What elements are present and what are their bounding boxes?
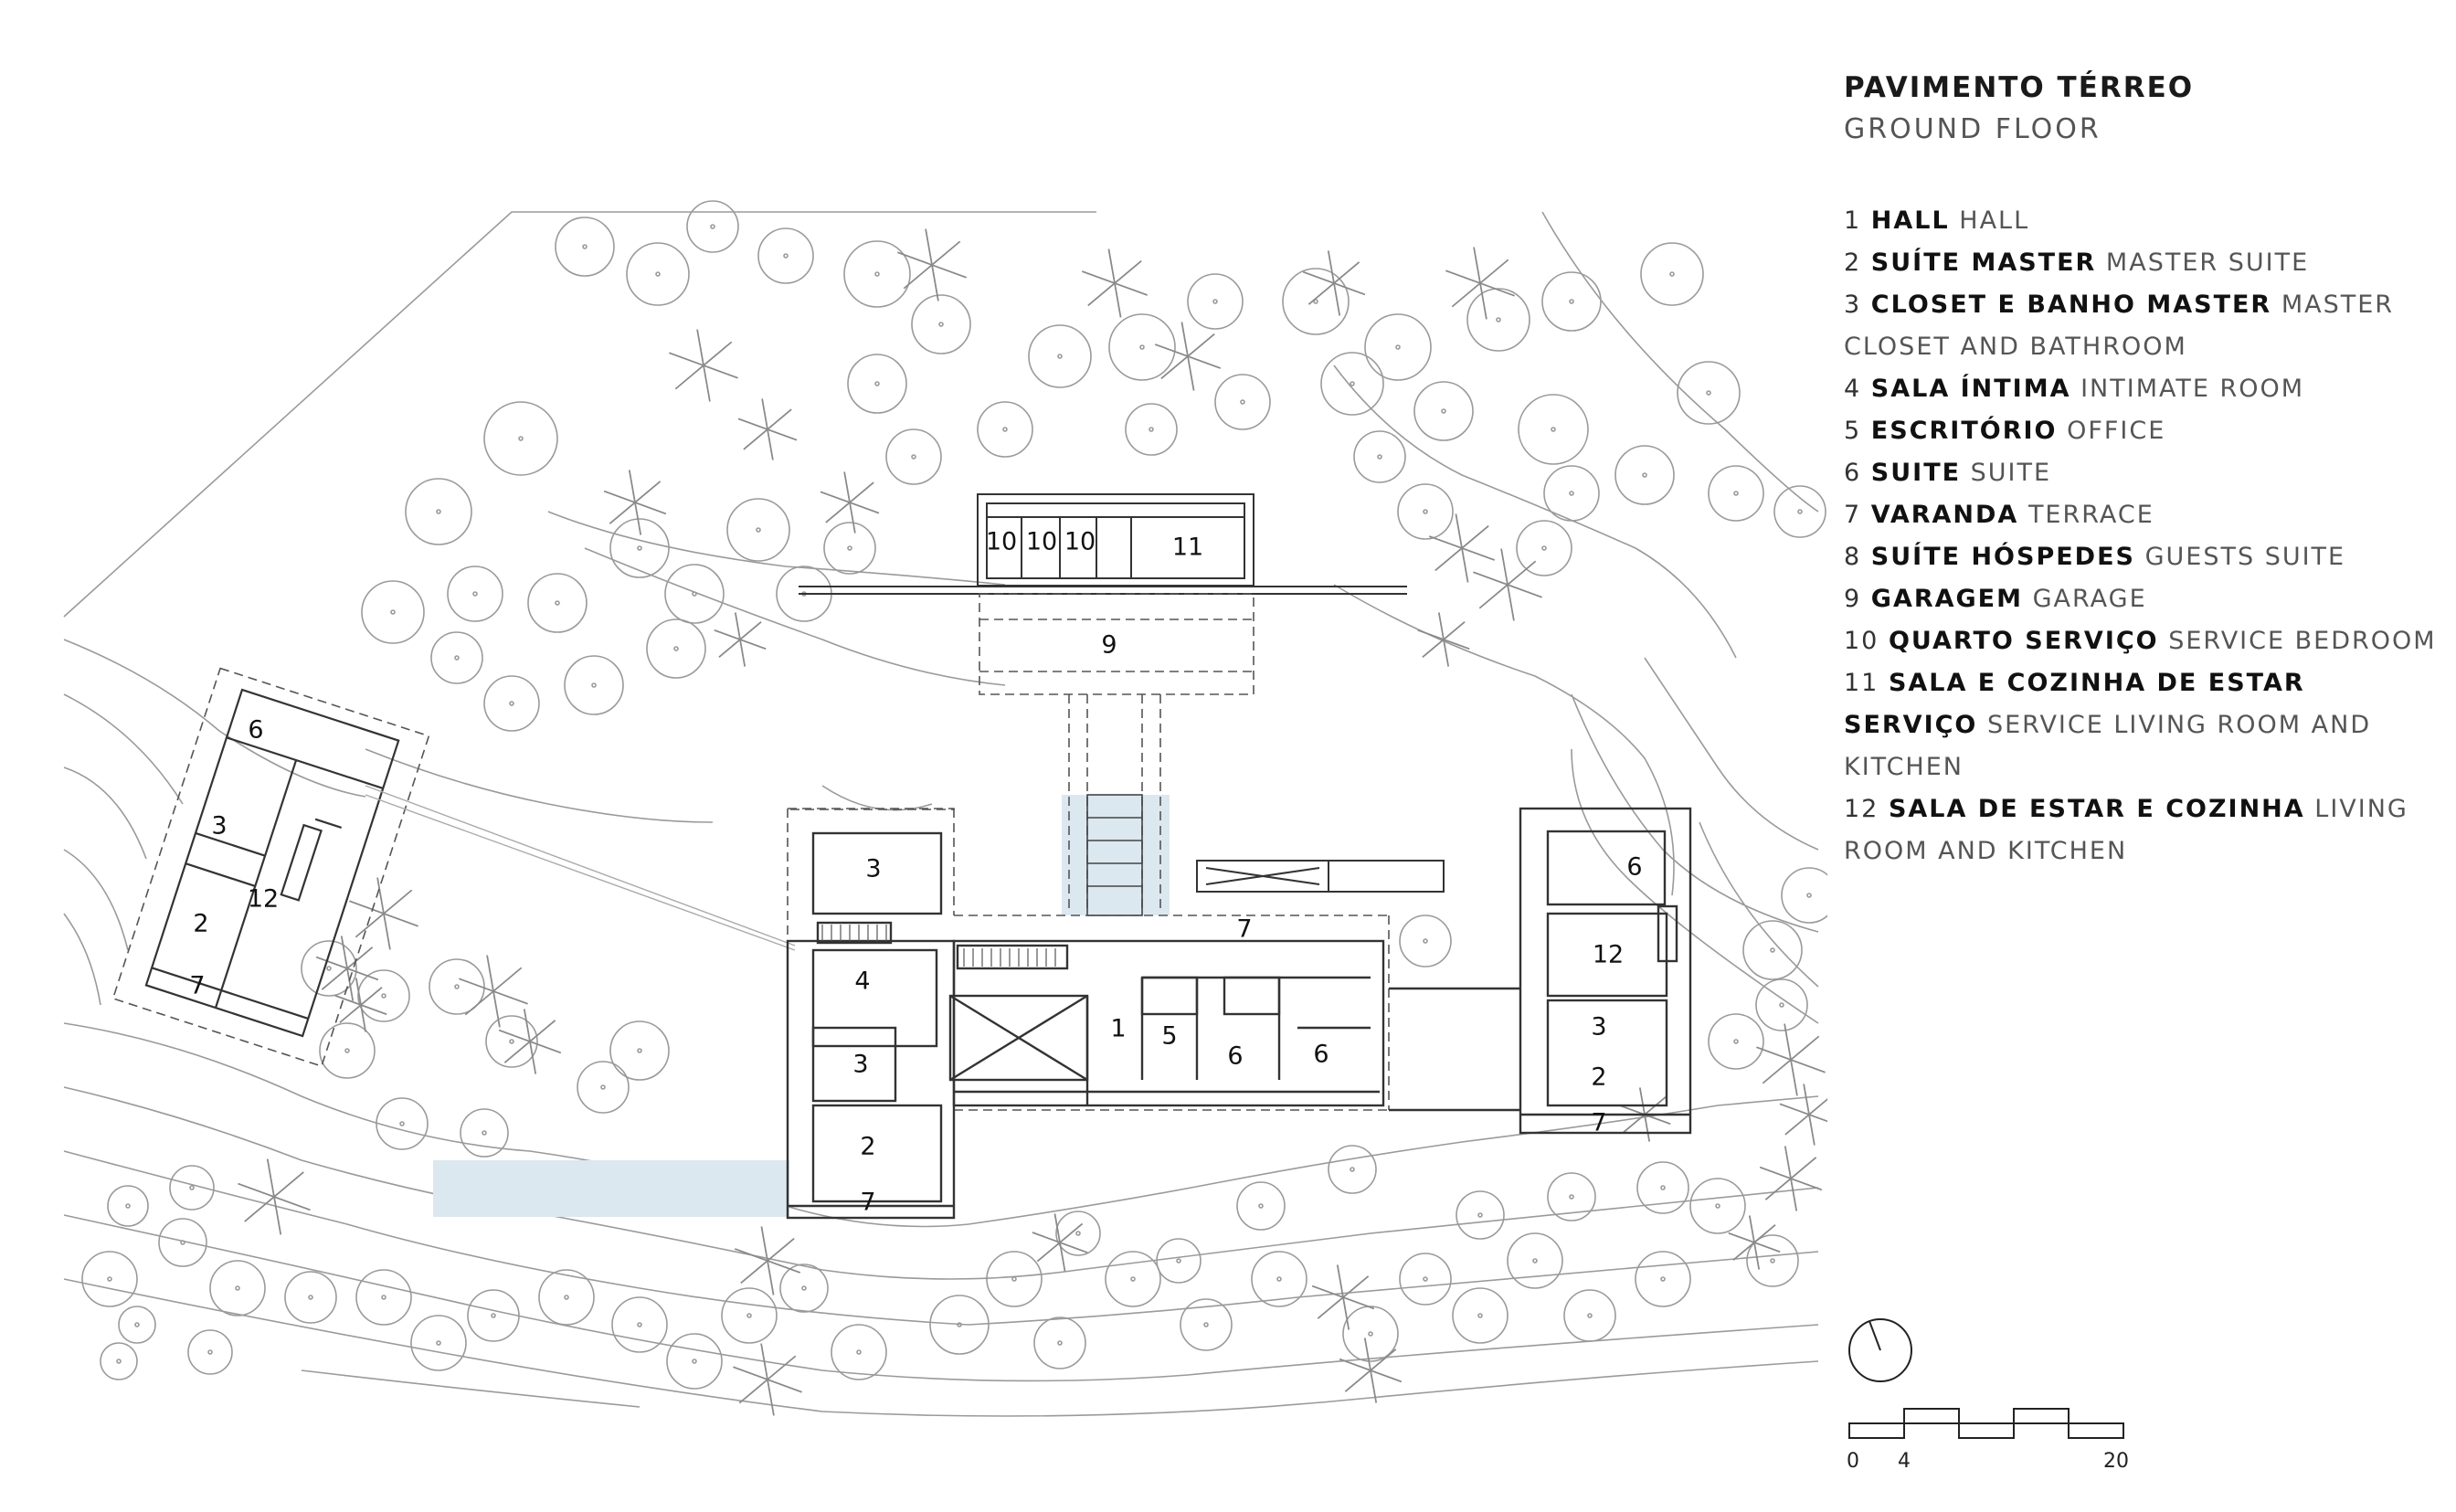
north-and-scale: 0 4 20 bbox=[1847, 1318, 2129, 1473]
legend-room-pt: QUARTO SERVIÇO bbox=[1888, 627, 2159, 655]
trees-star bbox=[238, 228, 1827, 1416]
room-label-9: 9 bbox=[1101, 631, 1117, 660]
legend-number: 4 bbox=[1844, 375, 1862, 403]
pool bbox=[1062, 795, 1170, 915]
right-pavilion bbox=[1519, 807, 1692, 1135]
room-label-12: 12 bbox=[248, 885, 279, 914]
scale-label-4: 4 bbox=[1898, 1450, 1911, 1473]
legend-room-pt: ESCRITÓRIO bbox=[1870, 417, 2058, 445]
left-pavilion bbox=[111, 667, 430, 1068]
legend-item: 7 VARANDA TERRACE bbox=[1844, 494, 2447, 536]
room-label-1: 1 bbox=[1110, 1015, 1126, 1043]
legend-number: 11 bbox=[1844, 669, 1879, 697]
scale-bar bbox=[1848, 1408, 2124, 1439]
legend-room-en: SUITE bbox=[1970, 459, 2052, 487]
legend-number: 8 bbox=[1844, 543, 1862, 571]
room-label-2: 2 bbox=[1591, 1063, 1606, 1092]
legend-room-pt: HALL bbox=[1870, 206, 1950, 235]
legend-number: 12 bbox=[1844, 795, 1879, 823]
bridge-line-2 bbox=[365, 794, 796, 951]
legend-room-en: GARAGE bbox=[2032, 585, 2147, 613]
legend-number: 1 bbox=[1844, 206, 1862, 235]
room-label-7: 7 bbox=[189, 972, 205, 1000]
trees-round bbox=[81, 200, 1827, 1390]
lake bbox=[433, 1160, 789, 1217]
legend-room-pt: VARANDA bbox=[1870, 501, 2019, 529]
room-label-3: 3 bbox=[852, 1051, 868, 1079]
room-label-4: 4 bbox=[854, 967, 870, 996]
legend-room-pt: GARAGEM bbox=[1870, 585, 2023, 613]
legend-number: 6 bbox=[1844, 459, 1862, 487]
legend-panel: PAVIMENTO TÉRREO GROUND FLOOR 1 HALL HAL… bbox=[1844, 71, 2447, 872]
room-label-10: 10 bbox=[986, 528, 1017, 556]
legend-item: 2 SUÍTE MASTER MASTER SUITE bbox=[1844, 242, 2447, 284]
room-label-10: 10 bbox=[1064, 528, 1096, 556]
legend-room-pt: SALA DE ESTAR E COZINHA bbox=[1888, 795, 2305, 823]
bridge-line bbox=[365, 785, 796, 946]
legend-item: 8 SUÍTE HÓSPEDES GUESTS SUITE bbox=[1844, 536, 2447, 578]
legend-room-pt: SUITE bbox=[1870, 459, 1962, 487]
legend-item: 9 GARAGEM GARAGE bbox=[1844, 578, 2447, 620]
room-label-6: 6 bbox=[1626, 853, 1642, 882]
room-label-12: 12 bbox=[1593, 941, 1624, 969]
plan-title: PAVIMENTO TÉRREO bbox=[1844, 71, 2195, 104]
legend-room-en: GUESTS SUITE bbox=[2144, 543, 2346, 571]
legend-item: 10 QUARTO SERVIÇO SERVICE BEDROOM bbox=[1844, 620, 2447, 662]
legend-room-pt: SUÍTE HÓSPEDES bbox=[1870, 543, 2135, 571]
stair-hatch bbox=[821, 925, 1056, 967]
legend-item: 6 SUITE SUITE bbox=[1844, 452, 2447, 494]
legend-number: 9 bbox=[1844, 585, 1862, 613]
scale-label-20: 20 bbox=[2103, 1450, 2129, 1473]
scale-label-0: 0 bbox=[1847, 1450, 1859, 1473]
main-house-dashed bbox=[787, 808, 1390, 1111]
room-label-6: 6 bbox=[1227, 1042, 1243, 1071]
main-house-walls bbox=[786, 831, 1520, 1220]
service-block bbox=[799, 493, 1407, 595]
room-label-7: 7 bbox=[860, 1189, 875, 1217]
room-label-10: 10 bbox=[1026, 528, 1057, 556]
room-label-3: 3 bbox=[865, 855, 881, 883]
legend-number: 3 bbox=[1844, 291, 1862, 319]
room-label-7: 7 bbox=[1236, 915, 1252, 944]
room-label-6: 6 bbox=[248, 716, 263, 745]
legend-item: 12 SALA DE ESTAR E COZINHA LIVING ROOM A… bbox=[1844, 788, 2447, 872]
plan-subtitle: GROUND FLOOR bbox=[1844, 113, 2101, 145]
room-label-7: 7 bbox=[1591, 1109, 1606, 1137]
legend-room-pt: SUÍTE MASTER bbox=[1870, 248, 2097, 277]
legend-number: 10 bbox=[1844, 627, 1879, 655]
legend-item: 4 SALA ÍNTIMA INTIMATE ROOM bbox=[1844, 368, 2447, 410]
room-label-6: 6 bbox=[1313, 1041, 1329, 1069]
room-label-3: 3 bbox=[1591, 1013, 1606, 1041]
legend-number: 7 bbox=[1844, 501, 1862, 529]
legend-room-en: HALL bbox=[1959, 206, 2030, 235]
room-label-3: 3 bbox=[211, 812, 227, 841]
legend-room-pt: SALA E COZINHA DE ESTAR SERVIÇO bbox=[1844, 669, 2305, 739]
legend-number: 5 bbox=[1844, 417, 1862, 445]
garden-bench bbox=[1196, 860, 1445, 893]
legend-room-en: LIVING ROOM AND KITCHEN bbox=[1844, 795, 2408, 865]
legend-room-en: TERRACE bbox=[2027, 501, 2154, 529]
legend-item: 5 ESCRITÓRIO OFFICE bbox=[1844, 410, 2447, 452]
room-label-5: 5 bbox=[1161, 1022, 1177, 1051]
room-label-2: 2 bbox=[860, 1133, 875, 1161]
room-labels: 10 10 10 11 9 6 3 12 2 7 3 4 3 2 7 7 1 5… bbox=[189, 528, 1642, 1217]
legend-room-pt: CLOSET E BANHO MASTER bbox=[1870, 291, 2272, 319]
legend-room-en: OFFICE bbox=[2067, 417, 2166, 445]
room-label-11: 11 bbox=[1172, 534, 1203, 562]
legend-room-en: SERVICE BEDROOM bbox=[2168, 627, 2437, 655]
legend-room-en: INTIMATE ROOM bbox=[2080, 375, 2305, 403]
legend-room-en: MASTER SUITE bbox=[2105, 248, 2310, 277]
legend-item: 1 HALL HALL bbox=[1844, 200, 2447, 242]
legend-item: 3 CLOSET E BANHO MASTER MASTER CLOSET AN… bbox=[1844, 284, 2447, 368]
floor-plan-drawing: 10 10 10 11 9 6 3 12 2 7 3 4 3 2 7 7 1 5… bbox=[63, 200, 1827, 1417]
legend-number: 2 bbox=[1844, 248, 1862, 277]
north-arrow-icon bbox=[1848, 1318, 1912, 1382]
room-label-2: 2 bbox=[193, 910, 208, 938]
legend-room-en: MASTER CLOSET AND BATHROOM bbox=[1844, 291, 2395, 361]
legend-item: 11 SALA E COZINHA DE ESTAR SERVIÇO SERVI… bbox=[1844, 662, 2447, 788]
site-contours bbox=[63, 211, 1819, 1417]
legend-room-en: SERVICE LIVING ROOM AND KITCHEN bbox=[1844, 711, 2372, 781]
legend-room-pt: SALA ÍNTIMA bbox=[1870, 375, 2071, 403]
